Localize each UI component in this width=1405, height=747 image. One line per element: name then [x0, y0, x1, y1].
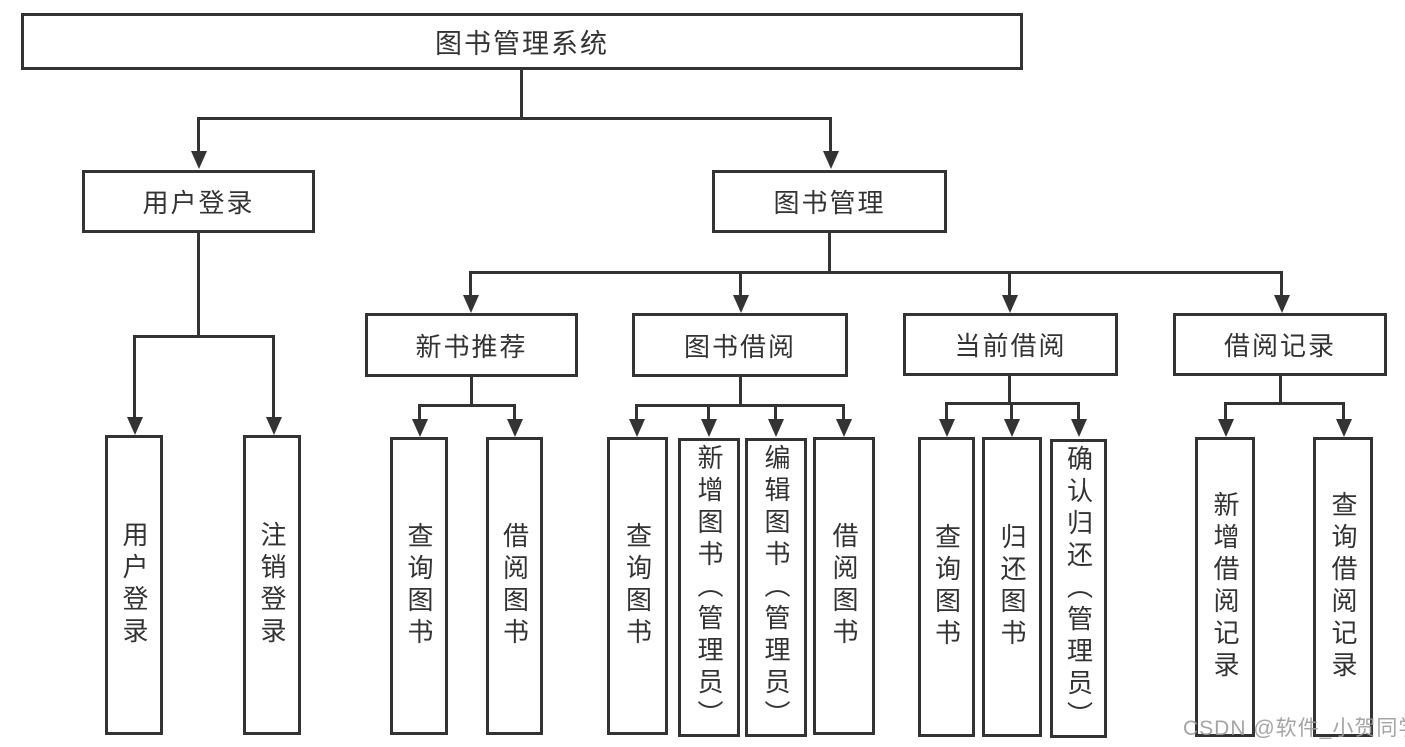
arrow-to-new-books	[463, 295, 479, 313]
arrow-to-br-query	[1336, 419, 1352, 437]
leaf-cb-confirm: 确认归还（管理员）	[1050, 439, 1107, 738]
leaf-bb-add: 新增图书（管理员）	[678, 438, 740, 737]
csdn-watermark: CSDN @软件_小贺同学	[1183, 717, 1405, 740]
connector-bb-stub	[739, 377, 742, 406]
leaf-nb-borrow: 借阅图书	[486, 437, 543, 735]
arrow-to-bb-edit	[768, 419, 784, 437]
connector-ul-hline	[133, 335, 275, 338]
connector-cb-drop-2	[1010, 402, 1013, 419]
connector-bb-drop-1	[635, 404, 638, 419]
arrow-to-current	[1002, 295, 1018, 313]
node-borrow: 图书借阅	[632, 313, 848, 377]
arrow-to-nb-query	[412, 419, 428, 437]
arrow-to-records	[1274, 295, 1290, 313]
connector-br-drop-1	[1224, 402, 1227, 419]
connector-bm-stub	[828, 233, 831, 274]
connector-bm-drop-1	[469, 271, 472, 297]
arrow-to-book-mgmt	[823, 151, 839, 169]
node-new-books: 新书推荐	[365, 313, 578, 377]
arrow-to-bb-borrow	[836, 419, 852, 437]
leaf-ul-logout: 注销登录	[243, 435, 301, 735]
leaf-bb-query: 查询图书	[607, 437, 668, 735]
arrow-to-nb-borrow	[507, 419, 523, 437]
leaf-ul-login: 用户登录	[105, 435, 163, 735]
connector-bb-drop-2	[707, 404, 710, 419]
connector-cb-stub	[1008, 376, 1011, 404]
arrow-to-ul-logout	[266, 417, 282, 435]
arrow-to-borrow	[733, 295, 749, 313]
leaf-bb-edit: 编辑图书（管理员）	[745, 438, 807, 737]
connector-bb-hline	[635, 404, 845, 407]
connector-nb-hline	[418, 404, 516, 407]
connector-nb-stub	[470, 377, 473, 406]
node-book-mgmt: 图书管理	[712, 170, 947, 233]
node-user-login: 用户登录	[82, 170, 315, 233]
connector-nb-drop-2	[513, 404, 516, 419]
leaf-br-query: 查询借阅记录	[1313, 437, 1373, 737]
arrow-to-cb-return	[1004, 419, 1020, 437]
arrow-to-cb-query	[939, 419, 955, 437]
connector-ul-drop-2	[272, 335, 275, 418]
leaf-cb-query: 查询图书	[918, 437, 975, 737]
node-root: 图书管理系统	[21, 13, 1023, 70]
node-records: 借阅记录	[1173, 313, 1387, 376]
connector-br-drop-2	[1342, 402, 1345, 419]
connector-bm-hline	[469, 271, 1283, 274]
connector-cb-drop-3	[1077, 402, 1080, 419]
arrow-to-bb-query	[629, 419, 645, 437]
leaf-bb-borrow: 借阅图书	[813, 437, 875, 735]
arrow-to-user-login	[191, 151, 207, 169]
connector-bb-drop-3	[774, 404, 777, 419]
connector-root-stub	[520, 70, 523, 119]
connector-br-hline	[1224, 402, 1345, 405]
arrow-to-ul-login	[127, 417, 143, 435]
connector-bm-drop-3	[1008, 271, 1011, 297]
connector-bm-drop-2	[739, 271, 742, 297]
connector-l1-drop-right	[829, 117, 832, 153]
connector-bm-drop-4	[1280, 271, 1283, 297]
connector-cb-drop-1	[945, 402, 948, 419]
arrow-to-bb-add	[701, 419, 717, 437]
leaf-br-add: 新增借阅记录	[1195, 437, 1255, 737]
connector-nb-drop-1	[418, 404, 421, 419]
connector-ul-drop-1	[133, 335, 136, 418]
leaf-cb-return: 归还图书	[982, 437, 1042, 737]
connector-l1-hline	[197, 117, 831, 120]
arrow-to-br-add	[1218, 419, 1234, 437]
node-current: 当前借阅	[903, 313, 1118, 376]
arrow-to-cb-confirm	[1071, 419, 1087, 437]
connector-br-stub	[1279, 376, 1282, 404]
connector-bb-drop-4	[842, 404, 845, 419]
connector-l1-drop-left	[197, 117, 200, 153]
connector-ul-stub	[197, 233, 200, 337]
leaf-nb-query: 查询图书	[390, 437, 448, 735]
